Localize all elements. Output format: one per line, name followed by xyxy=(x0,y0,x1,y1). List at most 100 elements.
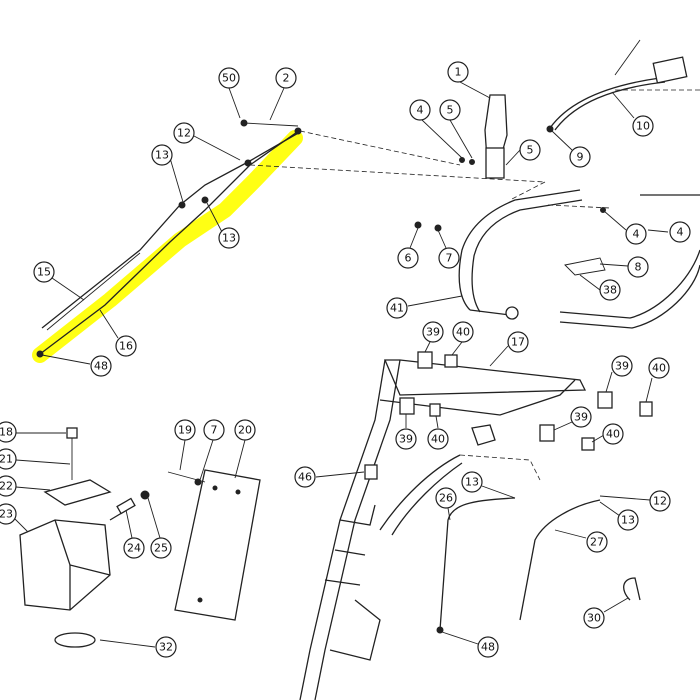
callout-13: 13 xyxy=(151,144,184,203)
callout-39-d: 39 xyxy=(553,406,592,431)
callout-23: 23 xyxy=(0,503,29,533)
svg-text:39: 39 xyxy=(574,411,588,424)
callout-20: 20 xyxy=(234,419,256,479)
guard-box xyxy=(19,427,150,648)
svg-text:1: 1 xyxy=(455,66,462,79)
callout-39-c: 39 xyxy=(395,414,417,450)
svg-text:38: 38 xyxy=(603,284,617,297)
callout-12: 12 xyxy=(173,122,241,161)
svg-text:39: 39 xyxy=(426,326,440,339)
callout-13-c: 13 xyxy=(461,471,516,499)
callout-6: 6 xyxy=(397,227,419,269)
callout-46: 46 xyxy=(294,466,365,488)
svg-text:41: 41 xyxy=(390,302,404,315)
svg-text:23: 23 xyxy=(0,508,13,521)
svg-text:4: 4 xyxy=(417,104,424,117)
svg-text:5: 5 xyxy=(527,144,534,157)
frame-column xyxy=(299,359,541,700)
svg-text:25: 25 xyxy=(154,542,168,555)
svg-text:7: 7 xyxy=(446,252,453,265)
callout-26: 26 xyxy=(435,487,457,521)
rod-parts xyxy=(436,497,641,634)
bracket-assembly xyxy=(379,351,653,451)
callout-16: 16 xyxy=(99,309,137,357)
svg-text:16: 16 xyxy=(119,340,133,353)
callout-5-b: 5 xyxy=(505,139,541,166)
svg-text:6: 6 xyxy=(405,252,412,265)
lever-part xyxy=(459,94,508,179)
svg-text:15: 15 xyxy=(37,266,51,279)
svg-text:13: 13 xyxy=(465,476,479,489)
svg-text:13: 13 xyxy=(222,232,236,245)
svg-text:4: 4 xyxy=(633,228,640,241)
callout-22: 22 xyxy=(0,475,51,497)
callout-13-b: 13 xyxy=(206,202,240,249)
callout-4: 4 xyxy=(409,99,463,159)
callout-24: 24 xyxy=(123,509,145,559)
callout-32: 32 xyxy=(99,636,177,658)
callout-4-c: 4 xyxy=(647,221,691,243)
svg-text:46: 46 xyxy=(298,471,312,484)
callout-8: 8 xyxy=(599,256,649,278)
callout-39-b: 39 xyxy=(605,355,633,393)
svg-text:12: 12 xyxy=(653,495,667,508)
callout-40: 40 xyxy=(451,321,474,356)
svg-text:13: 13 xyxy=(155,149,169,162)
svg-text:39: 39 xyxy=(615,360,629,373)
svg-text:8: 8 xyxy=(635,261,642,274)
svg-text:40: 40 xyxy=(606,428,620,441)
upper-right-cable xyxy=(546,39,700,133)
svg-text:9: 9 xyxy=(577,151,584,164)
svg-text:2: 2 xyxy=(283,72,290,85)
callout-48: 48 xyxy=(41,354,112,377)
callout-4-b: 4 xyxy=(603,210,647,245)
callout-17: 17 xyxy=(489,331,529,367)
callout-41: 41 xyxy=(386,295,463,319)
svg-text:5: 5 xyxy=(447,104,454,117)
svg-text:17: 17 xyxy=(511,336,525,349)
callout-30: 30 xyxy=(583,597,629,629)
svg-text:21: 21 xyxy=(0,453,13,466)
svg-text:40: 40 xyxy=(456,326,470,339)
callout-19: 19 xyxy=(174,419,196,471)
svg-text:18: 18 xyxy=(0,426,13,439)
callout-48-b: 48 xyxy=(441,631,499,658)
callout-18: 18 xyxy=(0,421,66,443)
svg-text:7: 7 xyxy=(211,424,218,437)
callout-40-b: 40 xyxy=(645,357,670,403)
svg-text:22: 22 xyxy=(0,480,13,493)
callout-1: 1 xyxy=(447,61,491,99)
callout-10: 10 xyxy=(611,91,654,137)
cable-assembly xyxy=(36,119,546,358)
callout-21: 21 xyxy=(0,448,71,470)
callout-7-b: 7 xyxy=(199,419,225,481)
svg-text:19: 19 xyxy=(178,424,192,437)
callout-9: 9 xyxy=(551,130,591,168)
callout-5: 5 xyxy=(439,99,473,159)
callout-40-d: 40 xyxy=(591,423,624,445)
svg-text:39: 39 xyxy=(399,433,413,446)
svg-text:27: 27 xyxy=(590,536,604,549)
callout-40-c: 40 xyxy=(427,415,449,450)
handlebar-frame xyxy=(414,189,700,329)
svg-text:48: 48 xyxy=(481,641,495,654)
svg-text:48: 48 xyxy=(94,360,108,373)
svg-text:4: 4 xyxy=(677,226,684,239)
callout-7: 7 xyxy=(437,229,460,269)
svg-text:26: 26 xyxy=(439,492,453,505)
callout-38: 38 xyxy=(579,274,621,301)
callout-39: 39 xyxy=(422,321,444,353)
svg-text:20: 20 xyxy=(238,424,252,437)
svg-text:40: 40 xyxy=(431,433,445,446)
callout-13-d: 13 xyxy=(599,501,639,531)
highlighted-cable xyxy=(32,130,303,363)
callout-27: 27 xyxy=(554,529,608,553)
svg-text:30: 30 xyxy=(587,612,601,625)
svg-text:10: 10 xyxy=(636,120,650,133)
plate-part xyxy=(167,469,261,621)
callout-2: 2 xyxy=(269,67,297,121)
callout-25: 25 xyxy=(147,497,172,559)
callout-12-b: 12 xyxy=(599,490,671,512)
svg-text:24: 24 xyxy=(127,542,141,555)
